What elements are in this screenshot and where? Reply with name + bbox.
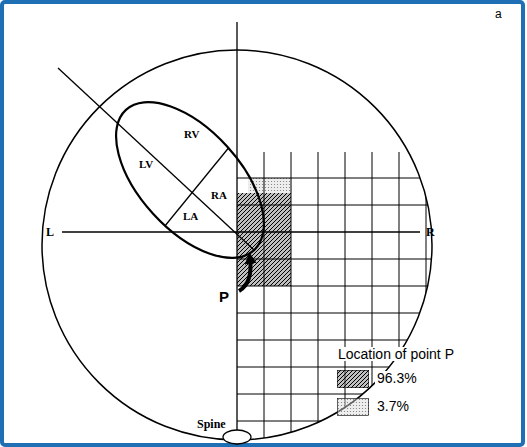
spine-label: Spine: [197, 418, 226, 430]
chamber-label: LA: [183, 211, 198, 222]
point-label: P: [219, 289, 229, 304]
chamber-label: LV: [139, 159, 153, 170]
legend-text: 96.3%: [375, 371, 419, 386]
chamber-label: RA: [211, 190, 227, 201]
chamber-label: RV: [184, 129, 200, 140]
side-label: R: [426, 226, 435, 238]
panel-letter: a: [495, 8, 502, 20]
frame: [2, 2, 523, 445]
horizontal-axis: [62, 231, 420, 232]
legend-entry: 3.7%: [337, 398, 411, 416]
grid: [237, 152, 440, 445]
side-label: L: [46, 226, 54, 238]
spine-symbol: [223, 430, 251, 444]
legend-text: 3.7%: [375, 399, 411, 414]
heart-axis: [58, 68, 254, 250]
legend-entry: 96.3%: [337, 370, 419, 388]
legend-swatch: [337, 370, 369, 388]
legend-title: Location of point P: [336, 347, 456, 361]
septum-line: [160, 140, 235, 232]
legend-swatch: [337, 398, 369, 416]
point-arrow: [239, 258, 251, 291]
heart-outline: [89, 76, 291, 284]
